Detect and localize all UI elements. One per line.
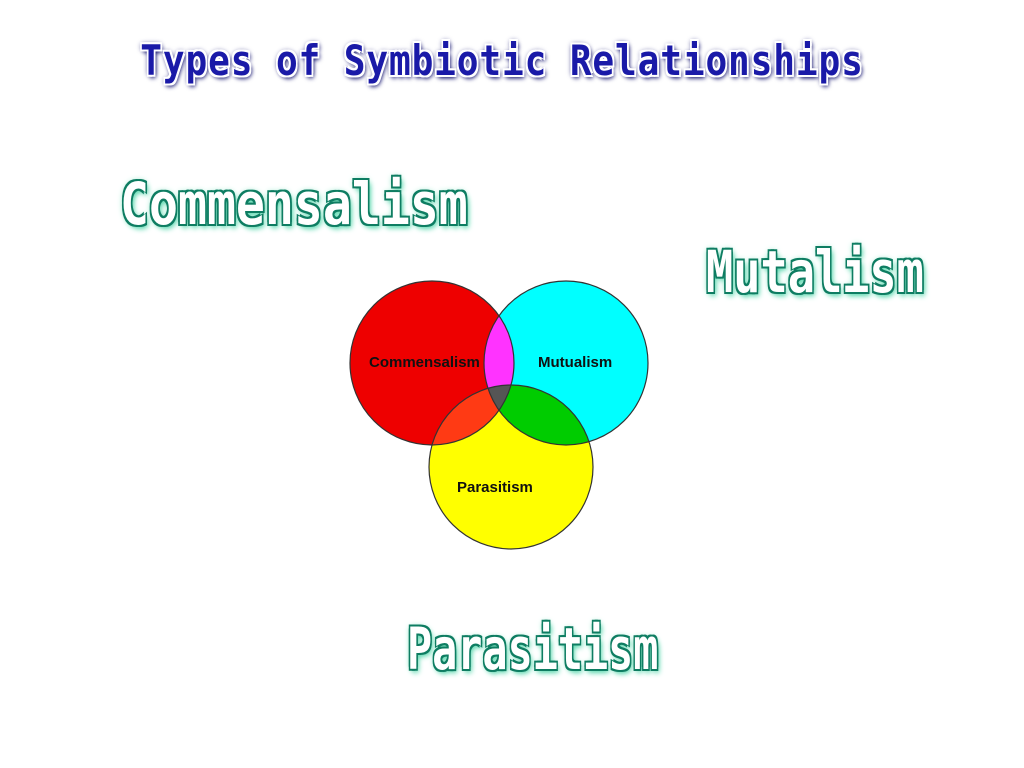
venn-label-mutualism: Mutualism <box>538 354 612 371</box>
mutalism-heading: Mutalism <box>706 238 924 306</box>
overlap-commensalism-parasitism <box>429 385 514 445</box>
venn-label-commensalism: Commensalism <box>369 354 480 371</box>
commensalism-heading: Commensalism <box>120 170 468 238</box>
page-title: Types of Symbiotic Relationships <box>140 36 864 85</box>
venn-label-parasitism: Parasitism <box>457 479 533 496</box>
parasitism-heading: Parasitism <box>407 615 659 683</box>
overlap-mutualism-parasitism <box>484 385 593 445</box>
parasitism-outline <box>428 384 594 550</box>
mutualism-outline <box>483 280 649 446</box>
